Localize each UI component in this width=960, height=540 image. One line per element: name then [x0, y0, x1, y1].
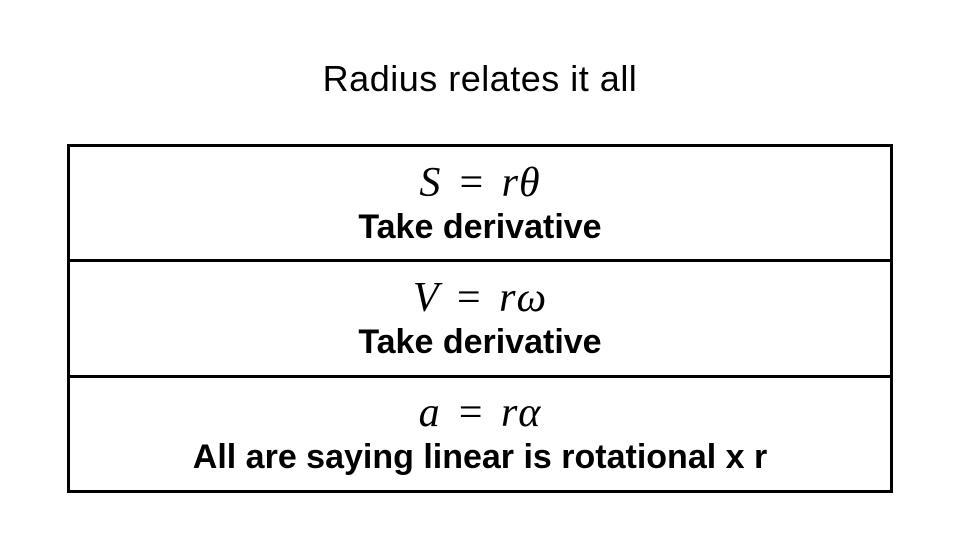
equations-table: S = rθ Take derivative V = rω Take deriv… — [67, 144, 893, 493]
slide-title: Radius relates it all — [322, 58, 638, 99]
equation-acceleration: a = rα — [418, 390, 542, 437]
table-row: V = rω Take derivative — [70, 262, 890, 378]
table-row: S = rθ Take derivative — [70, 147, 890, 263]
table-row: a = rα All are saying linear is rotation… — [70, 377, 890, 490]
equation-arc-length: S = rθ — [419, 159, 541, 206]
caption-text: Take derivative — [358, 323, 602, 362]
equation-velocity: V = rω — [412, 274, 548, 321]
caption-text: All are saying linear is rotational x r — [192, 438, 768, 477]
caption-text: Take derivative — [358, 207, 602, 246]
